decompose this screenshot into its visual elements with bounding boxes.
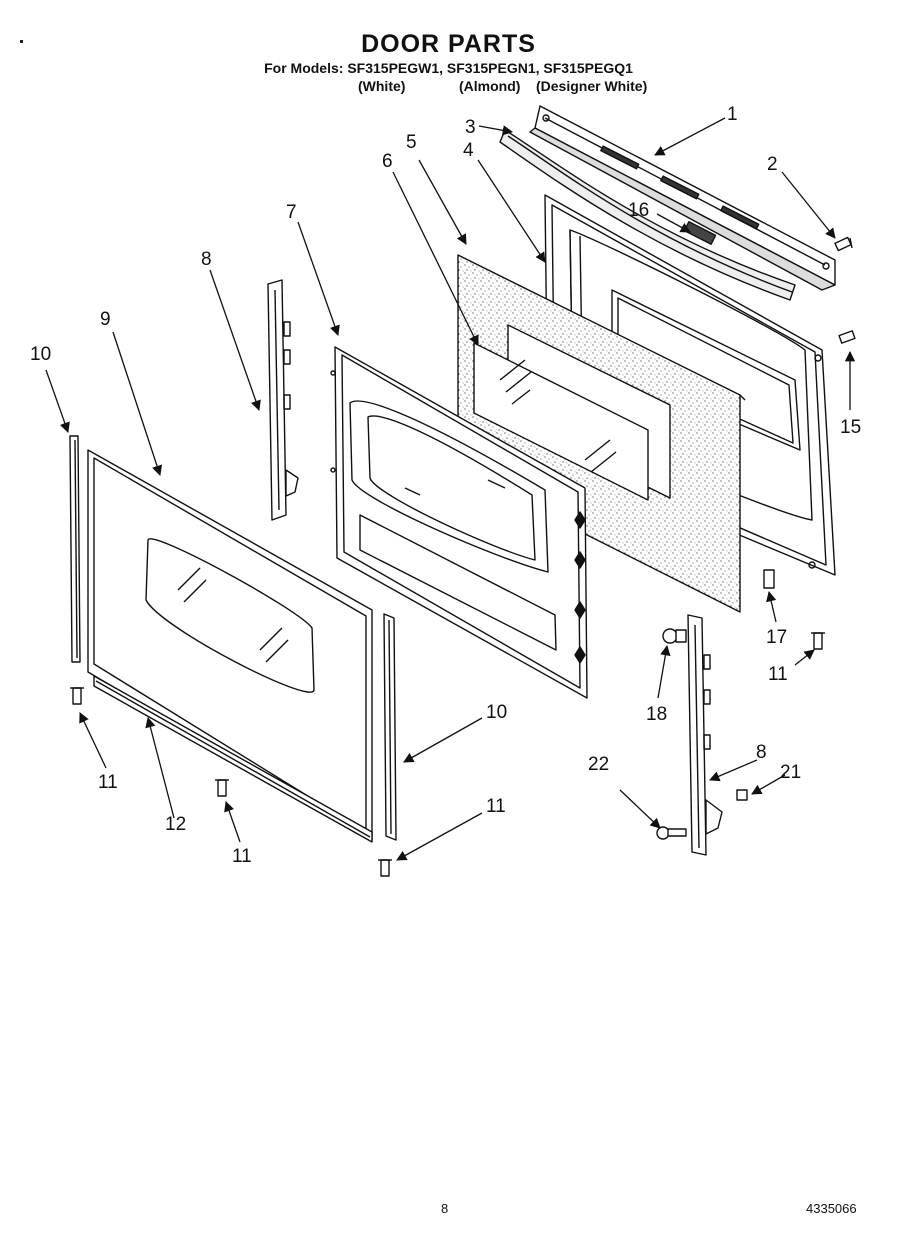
callout-18: 18 <box>646 704 667 725</box>
screw-22 <box>656 826 687 840</box>
part-side-trim-right <box>383 613 397 841</box>
callout-11-right: 11 <box>486 796 506 817</box>
part-outer-glass <box>87 449 373 841</box>
models-line: For Models: SF315PEGW1, SF315PEGN1, SF31… <box>264 60 633 76</box>
callout-21: 21 <box>780 762 801 783</box>
callout-1: 1 <box>727 104 738 125</box>
callout-8-right: 8 <box>756 742 767 763</box>
part-inner-glass <box>473 342 649 501</box>
part-curved-strip <box>499 129 796 301</box>
part-hinge-right <box>687 614 723 856</box>
callout-numbers: 1 2 3 4 5 6 7 8 8 9 10 10 11 11 11 11 12… <box>30 104 861 867</box>
callout-15: 15 <box>840 417 861 438</box>
screw-11-bottom <box>215 779 229 797</box>
part-side-trim-left <box>69 435 81 663</box>
part-small-clip <box>736 789 748 801</box>
callout-22: 22 <box>588 754 609 775</box>
callout-7: 7 <box>286 202 297 223</box>
callout-10-right: 10 <box>486 702 507 723</box>
callout-16: 16 <box>628 200 649 221</box>
leader-lines <box>45 117 856 861</box>
callout-5: 5 <box>406 132 417 153</box>
part-bumper <box>662 628 687 644</box>
screw-11-back <box>811 632 825 650</box>
part-bottom-trim <box>93 675 373 843</box>
screw-11-right <box>378 859 392 877</box>
color-almond: (Almond) <box>459 78 521 94</box>
callout-2: 2 <box>767 154 778 175</box>
callout-10-left: 10 <box>30 344 51 365</box>
callout-8-left: 8 <box>201 249 212 270</box>
corner-mark <box>20 40 23 43</box>
part-door-liner <box>330 346 588 699</box>
callout-11-left: 11 <box>98 772 118 793</box>
color-designer-white: (Designer White) <box>536 78 648 94</box>
screw-11-left <box>70 687 84 705</box>
part-clip <box>763 569 775 589</box>
page-number: 8 <box>441 1201 449 1216</box>
part-top-trim <box>529 105 836 291</box>
screw-15 <box>838 330 856 344</box>
callout-9: 9 <box>100 309 111 330</box>
callout-6: 6 <box>382 151 393 172</box>
callout-12: 12 <box>165 814 186 835</box>
callout-4: 4 <box>463 140 474 161</box>
document-number: 4335066 <box>806 1201 857 1216</box>
part-hinge-left <box>267 279 299 521</box>
callout-11-back: 11 <box>768 664 788 685</box>
color-white: (White) <box>358 78 406 94</box>
page-title: DOOR PARTS <box>361 30 536 58</box>
callout-17: 17 <box>766 627 787 648</box>
part-screw-2 <box>834 236 853 252</box>
callout-3: 3 <box>465 117 476 138</box>
callout-11-bottom: 11 <box>232 846 252 867</box>
